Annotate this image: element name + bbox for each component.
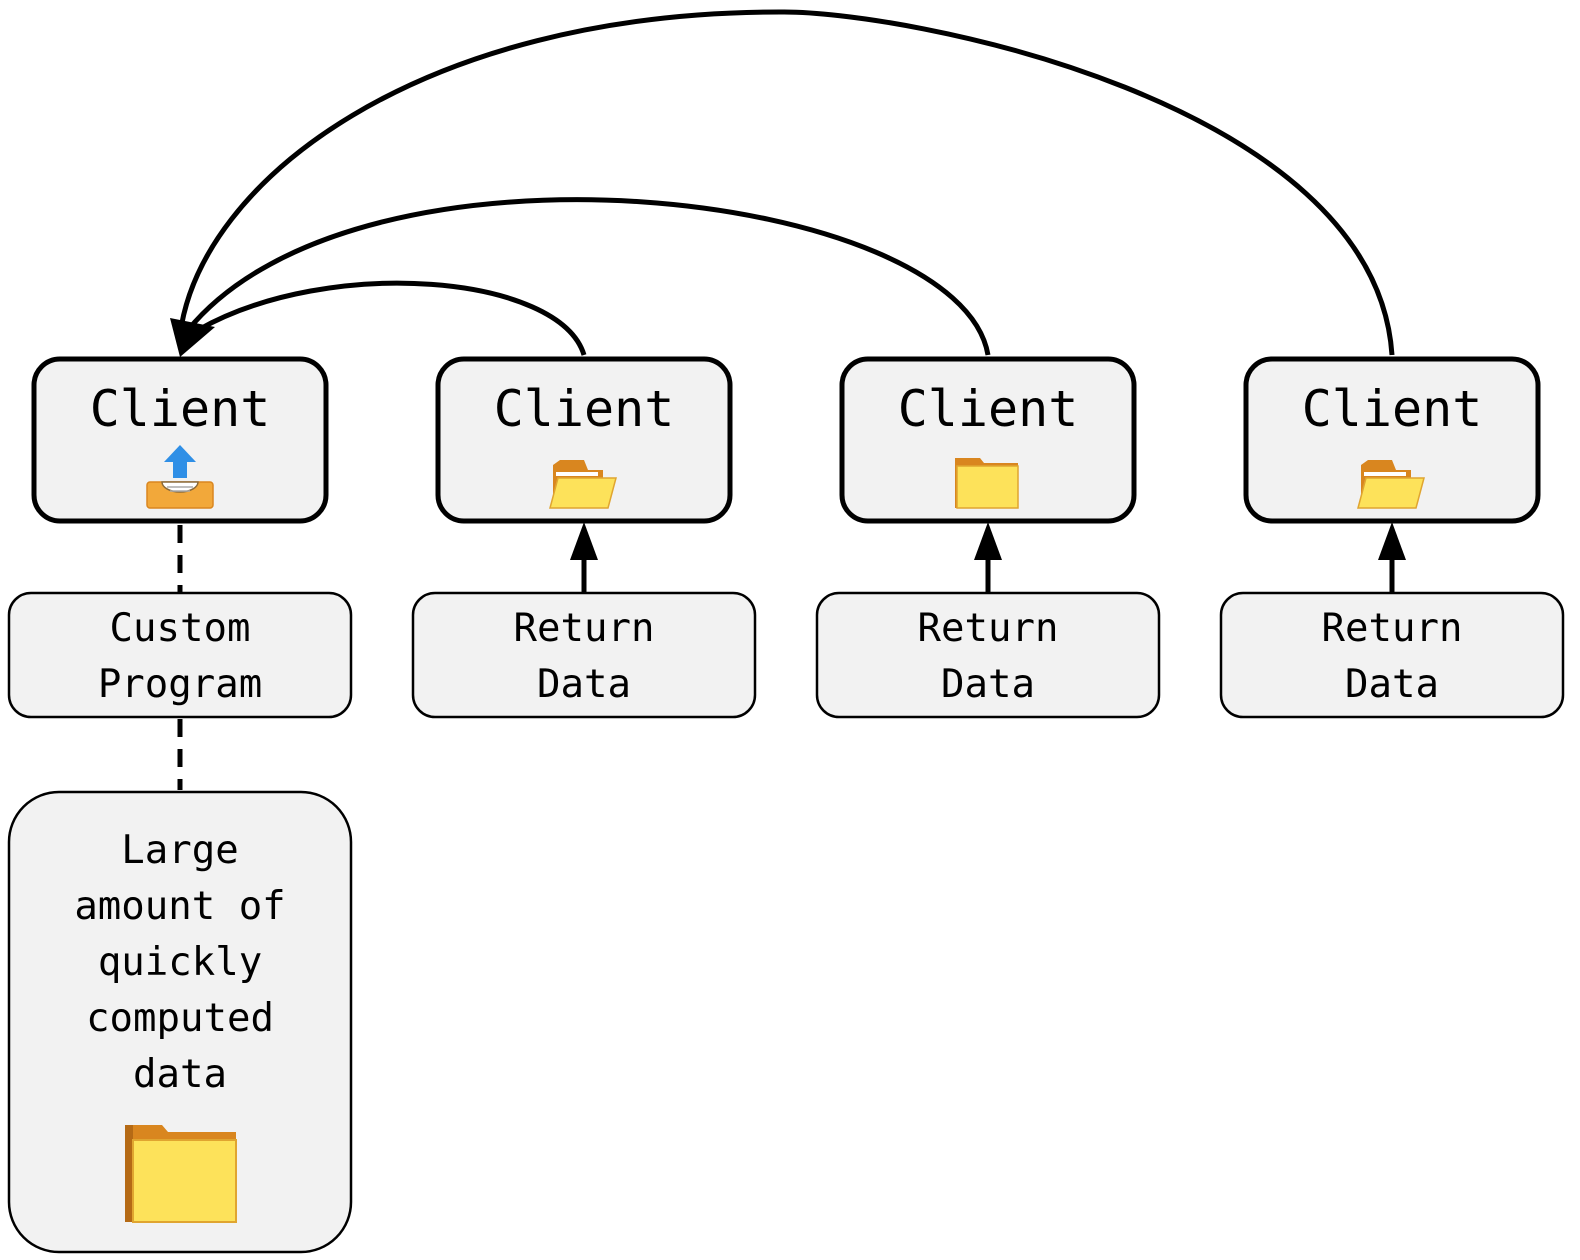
custom-program-label-line-2: Program [98,662,262,707]
large-data-label-line-5: data [133,1052,227,1097]
folder-icon [955,458,1019,509]
arc-client-2-to-client-1 [196,280,587,356]
large-data-label-line-3: quickly [98,940,262,985]
return-data-box-4: Return Data [1219,591,1565,719]
custom-program-box: Custom Program [7,591,353,719]
return-data-label-line-1: Return [918,606,1059,651]
client-title: Client [898,380,1079,438]
upload-tray-icon [146,445,214,509]
large-data-label-line-1: Large [121,828,238,873]
return-data-label-line-1: Return [514,606,655,651]
return-data-label-line-2: Data [941,662,1035,707]
client-box-3: Client [839,356,1137,524]
up-arrow-2-head [570,522,598,560]
open-folder-icon [1357,460,1425,509]
client-title: Client [494,380,675,438]
large-data-label-line-2: amount of [74,884,285,929]
folder-icon [125,1125,237,1223]
open-folder-icon [549,460,617,509]
return-arcs [170,9,1395,357]
up-arrow-4-head [1378,522,1406,560]
return-data-box-3: Return Data [815,591,1161,719]
return-data-label-line-1: Return [1322,606,1463,651]
client-box-2: Client [435,356,733,524]
large-data-box: Large amount of quickly computed data [7,790,353,1254]
large-data-label-line-4: computed [86,996,274,1041]
up-arrow-3-head [974,522,1002,560]
client-box-4: Client [1243,356,1541,524]
client-title: Client [90,380,271,438]
return-data-label-line-2: Data [537,662,631,707]
upward-arrows [570,522,1406,592]
custom-program-label-line-1: Custom [110,606,251,651]
client-title: Client [1302,380,1483,438]
arc-client-4-to-client-1 [177,9,1395,356]
client-box-1: Client [31,356,329,524]
arrowhead-client-1 [170,318,215,357]
return-data-label-line-2: Data [1345,662,1439,707]
return-data-box-2: Return Data [411,591,757,719]
arc-client-3-to-client-1 [186,197,991,356]
